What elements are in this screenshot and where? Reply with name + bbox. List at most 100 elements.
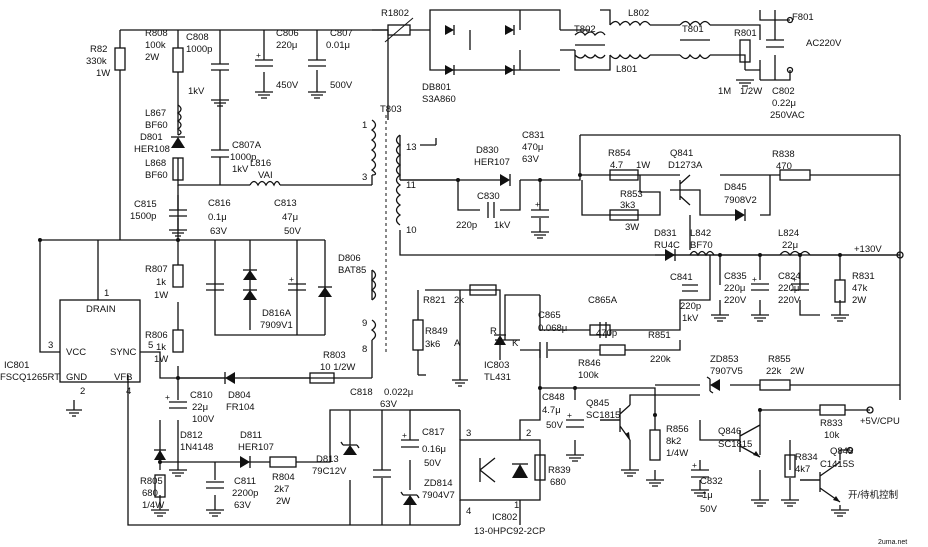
label-r821-ref: R821 [423,295,446,306]
label-c807a-rating: 1kV [232,164,249,175]
label-r806-ref: R806 [145,330,168,341]
label-c818-val: 0.022μ [384,387,413,398]
label-r853-val: 3k3 [620,200,635,211]
label-c807-ref: C807 [330,28,353,39]
label-ic801-val: FSCQ1265RT [0,372,60,383]
label-c808-val: 1000p [186,44,212,55]
transistor-q843 [800,461,841,503]
label-c841-ref: C841 [670,272,693,283]
label-db801-ref: DB801 [422,82,451,93]
label-c830-ref: C830 [477,191,500,202]
label-r807-rating: 1W [154,290,168,301]
label-c806-rating: 450V [276,80,299,91]
resistor-r807 [172,264,184,288]
resistor-r856 [649,429,661,461]
label-r805-ref: R805 [140,476,163,487]
label-r808-val: 100k [145,40,166,51]
label-t803-pin-1: 1 [362,120,367,131]
label-r807-ref: R807 [145,264,168,275]
diodes [154,25,746,505]
label-l816-ref: L816 [250,158,271,169]
label-q843-ref: Q843 [830,446,853,457]
wiring [39,9,901,526]
label-l842-val: BF70 [690,240,713,251]
label-c841-rating: 1kV [682,313,699,324]
label-d804-ref: D804 [228,390,251,401]
label-r853-rating: 3W [625,222,639,233]
label-ic801-pin5: 5 [148,340,153,351]
diode-zd853 [706,376,720,394]
diode-d831 [665,249,676,261]
diode-d830 [500,174,511,186]
label-d804-val: FR104 [226,402,255,413]
label-l842-ref: L842 [690,228,711,239]
label-ic803-val: TL431 [484,372,511,383]
label-c824-rating: 220V [778,295,801,306]
capacitor-c810: + [165,392,187,409]
label-r804-rating: 2W [276,496,290,507]
label-d813-ref: D813 [316,454,339,465]
label-d811-val: HER107 [238,442,274,453]
label-r82-val: 330k [86,56,107,67]
label-r831-rating: 2W [852,295,866,306]
label-r807-val: 1k [156,277,166,288]
label-d831-val: RU4C [654,240,680,251]
label-q846-val: SC1815 [718,439,752,450]
capacitor-c835: + [751,274,769,291]
label-q845-ref: Q845 [586,398,609,409]
inductor-l868 [172,157,184,181]
label-c808-rating: 1kV [188,86,205,97]
resistor-r855 [759,379,791,391]
capacitor-c808 [211,63,229,71]
label-zd814-val: 7904V7 [422,490,455,501]
label-d801-val: HER108 [134,144,170,155]
svg-text:+: + [792,274,797,284]
transistor-q845 [600,404,631,441]
label-c810-ref: C810 [190,390,213,401]
label-l801-ref: L801 [616,64,637,75]
label-r856-val: 8k2 [666,436,681,447]
label-c865a-val: 470p [596,328,617,339]
label-r803-val: 10 1/2W [320,362,355,373]
label-c802-rating: 250VAC [770,110,805,121]
svg-text:+: + [402,430,407,440]
label-mains-ac220v: AC220V [806,38,842,49]
label-ic801-pin2: 2 [80,386,85,397]
transformer-t803 [370,115,402,355]
diode-d801 [171,136,185,148]
diode-bridge-db801 [445,25,515,75]
resistor-r1802 [387,24,411,36]
inductor-l801 [609,53,651,60]
label-t803-pin-13: 13 [406,142,417,153]
label-c811-rating: 63V [234,500,252,511]
label-c831-val: 470μ [522,142,543,153]
capacitor-c815 [169,209,187,217]
label-d816a-ref: D816A [262,308,292,319]
label-ic803-ref: IC803 [484,360,509,371]
label-r846-ref: R846 [578,358,601,369]
capacitor-c830 [487,202,495,218]
svg-text:+: + [567,410,572,420]
label-c830-rating: 1kV [494,220,511,231]
label-c811-val: 2200p [232,488,258,499]
resistor-r846 [599,344,626,356]
label-t801-ref: T801 [682,24,704,35]
inductor-l842 [689,250,715,257]
label-c810-rating: 100V [192,414,215,425]
resistors [114,17,846,498]
label-r831-ref: R831 [852,271,875,282]
label-r846-val: 100k [578,370,599,381]
label-zd814-ref: ZD814 [424,478,453,489]
label-c832-ref: C832 [700,476,723,487]
label-q841-val: D1273A [668,160,703,171]
ic-ic803-tl431 [494,305,506,360]
label-c807a-ref: C807A [232,140,262,151]
label-ic802-ref: IC802 [492,512,517,523]
label-t802-ref: T802 [574,24,596,35]
label-ic801-sync: SYNC [110,347,137,358]
label-c824-ref: C824 [778,271,801,282]
label-c807a-val: 1000p [230,152,256,163]
label-c815-val: 1500p [130,211,156,222]
label-l867-val: BF60 [145,120,168,131]
capacitor-c816 [206,283,224,291]
